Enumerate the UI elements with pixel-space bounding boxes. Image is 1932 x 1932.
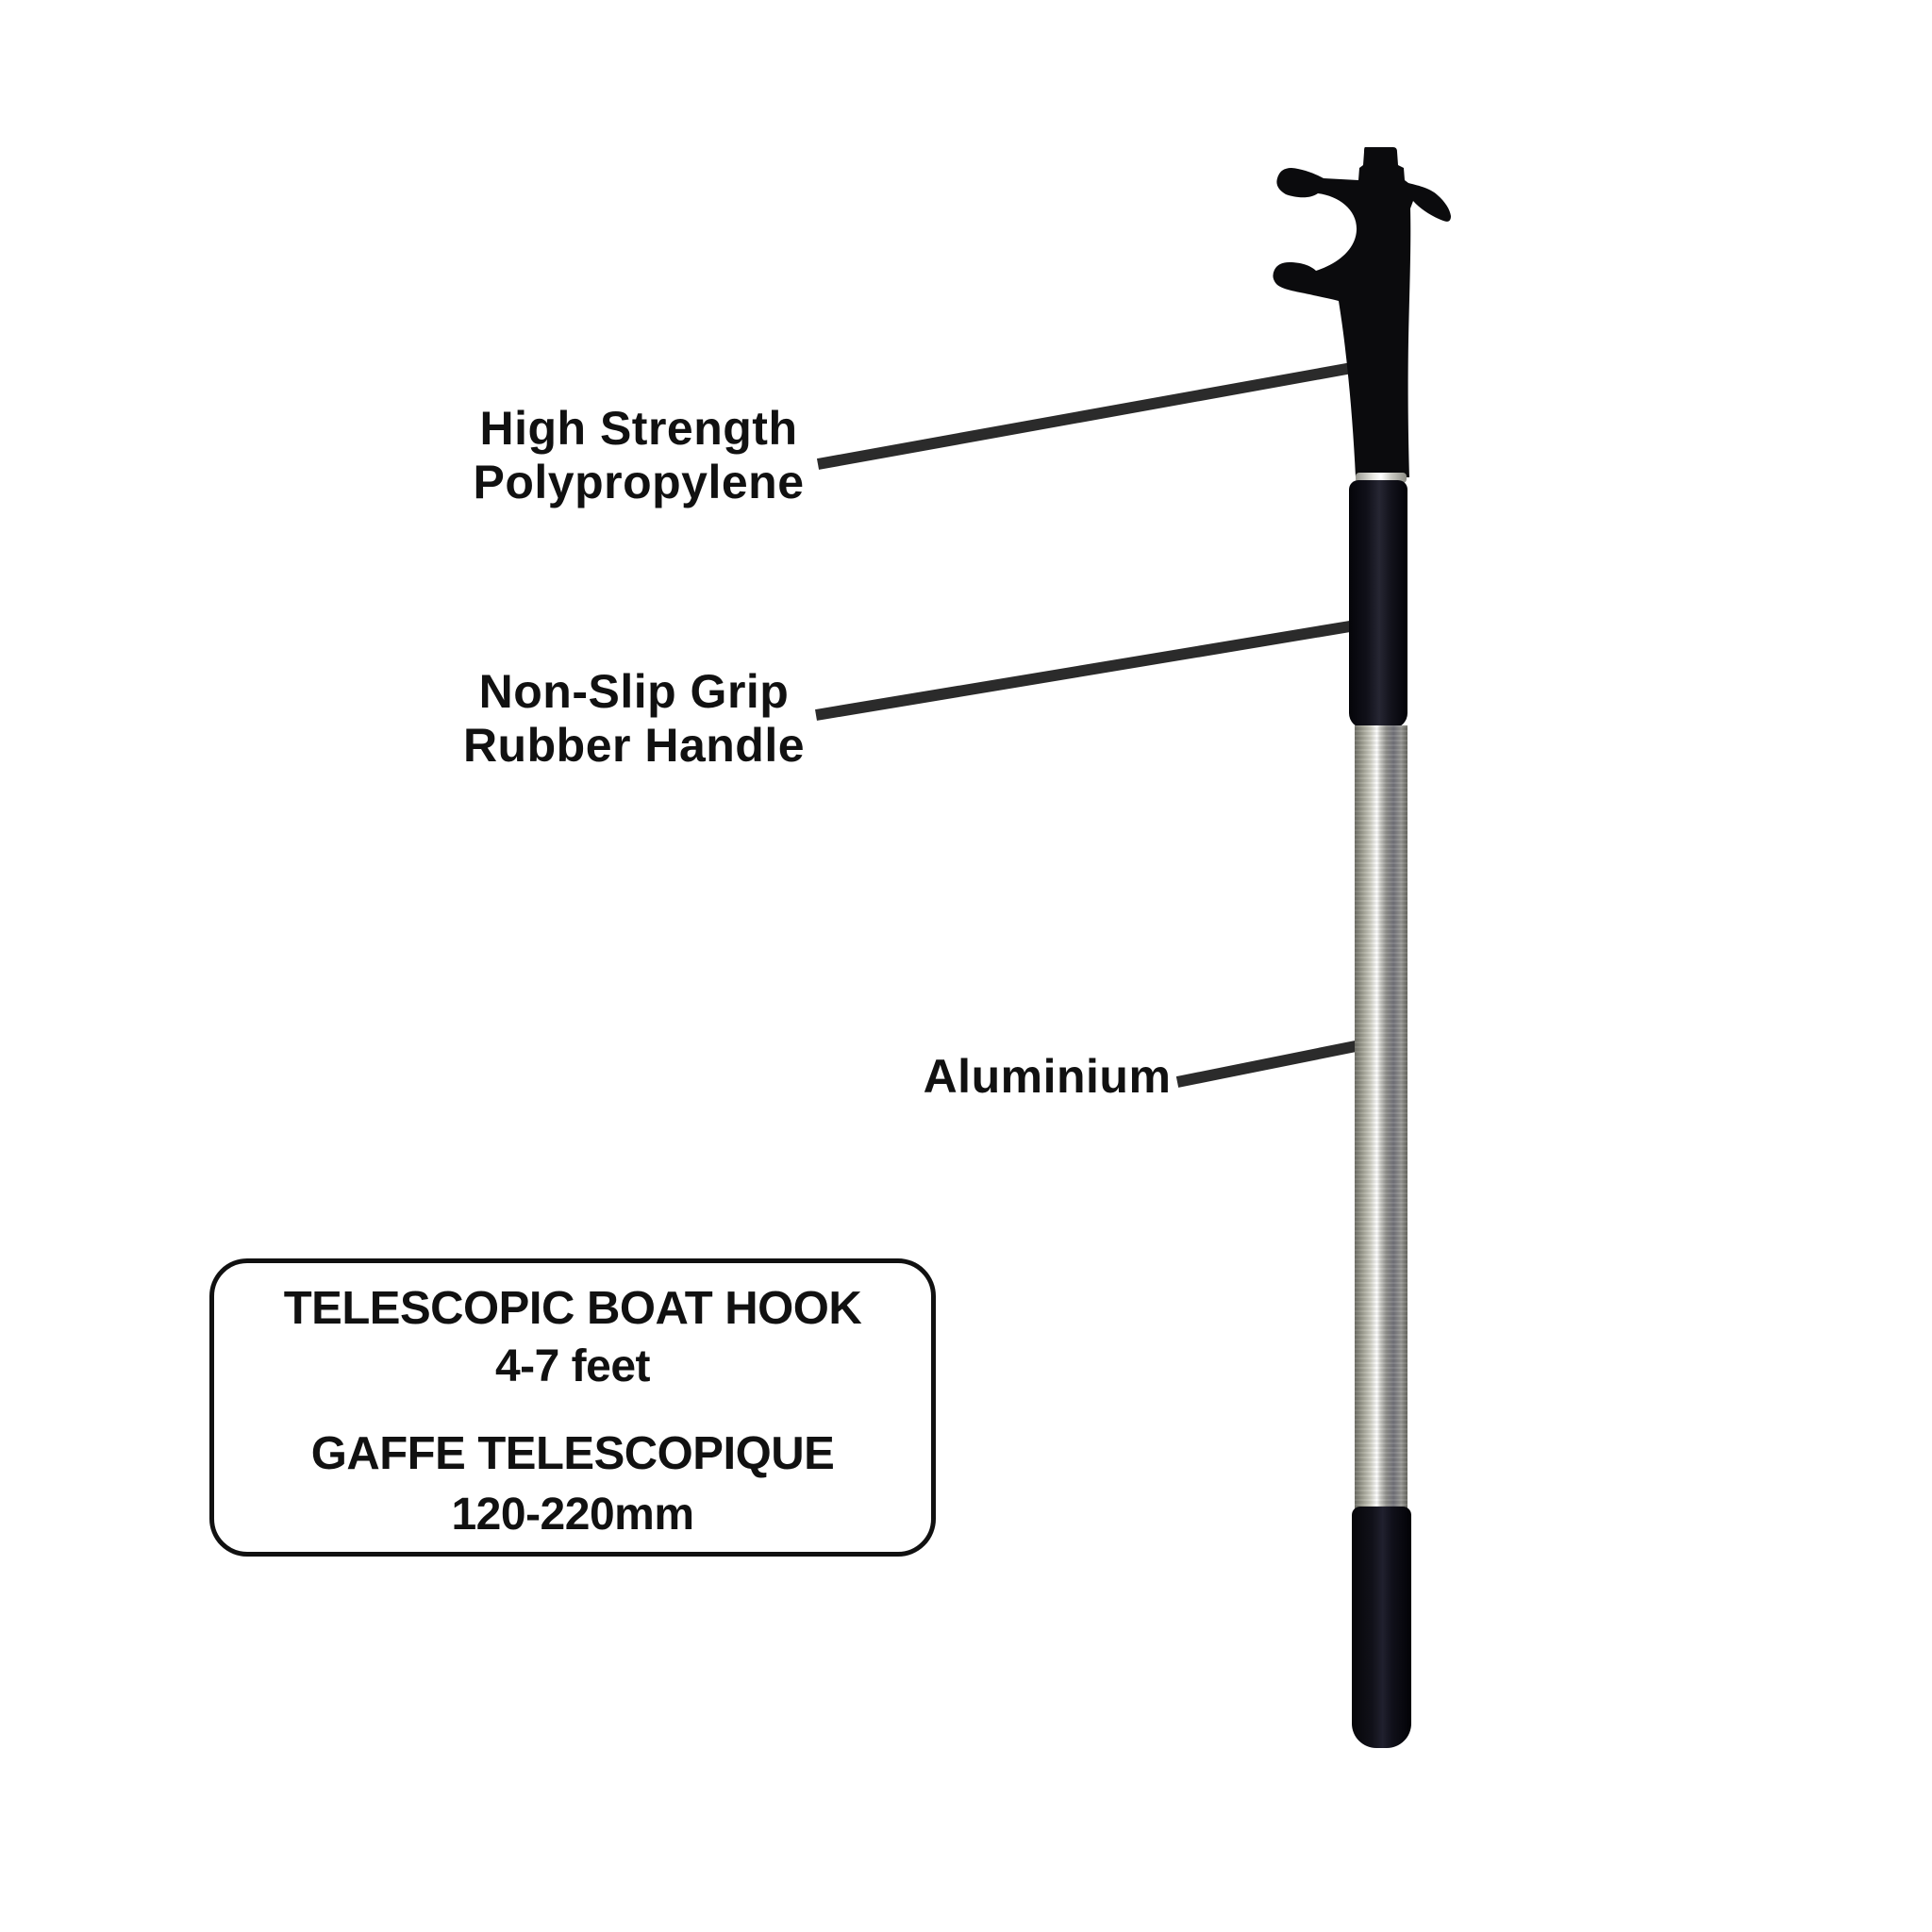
label-polypropylene-line2: Polypropylene: [473, 456, 805, 508]
rubber-handle: [1349, 480, 1407, 728]
label-grip-line2: Rubber Handle: [462, 719, 806, 772]
label-aluminium-line1: Aluminium: [923, 1050, 1172, 1103]
hook-head-shape: [1273, 147, 1451, 477]
end-cap: [1352, 1507, 1411, 1748]
label-grip: Non-Slip Grip Rubber Handle: [389, 665, 879, 773]
product-title-fr: GAFFE TELESCOPIQUE: [310, 1428, 835, 1479]
label-polypropylene: High Strength Polypropylene: [393, 402, 884, 509]
label-polypropylene-line1: High Strength: [479, 402, 798, 455]
product-size-en: 4-7 feet: [494, 1341, 651, 1391]
hook-head-icon: [1273, 147, 1451, 477]
product-size-fr: 120-220mm: [451, 1490, 694, 1540]
leader-line-grip: [815, 619, 1362, 721]
info-box: TELESCOPIC BOAT HOOK 4-7 feet GAFFE TELE…: [209, 1258, 936, 1557]
leader-line-polypropylene: [816, 362, 1354, 470]
aluminium-pole: [1355, 725, 1407, 1510]
product-title-en: TELESCOPIC BOAT HOOK: [283, 1283, 862, 1334]
label-grip-line1: Non-Slip Grip: [478, 665, 790, 718]
collar-ring: [1356, 473, 1407, 483]
label-aluminium: Aluminium: [802, 1050, 1292, 1104]
